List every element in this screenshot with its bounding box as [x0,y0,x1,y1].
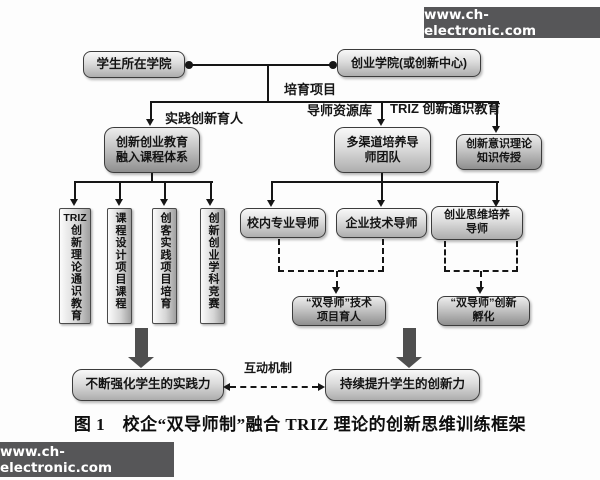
line-mentor1-drop [271,181,274,201]
line-main-horizontal [150,101,499,104]
dashed-groupA-arrow-line [336,271,338,287]
arrowhead-dual-incubation [476,287,484,294]
dashed-interaction-line [230,386,318,388]
box-entrepreneurship-college-label: 创业学院(或创新中心) [351,55,467,70]
box-startup-mentor-line1: 创业思维培养 [444,209,510,222]
arrowhead-branch-right [492,126,500,133]
box-startup-mentor-line2: 导师 [466,223,488,235]
watermark-top: www.ch-electronic.com [424,6,600,39]
box-curriculum-line2: 融入课程体系 [115,150,188,164]
box-student-college-label: 学生所在学院 [96,56,172,71]
line-center-drop [267,65,270,103]
label-branch-triz: TRIZ 创新通识教育 [390,101,501,116]
label-interaction-mechanism: 互动机制 [244,361,293,375]
connector-endpoint-left [185,61,193,69]
line-branch-middle [381,101,384,120]
box-outcome-innovation-label: 持续提升学生的创新力 [339,377,465,392]
arrowhead-interaction-right [318,383,325,391]
line-top-connector [186,64,336,67]
column-triz-general-education: TRIZ 创新理论通识教育 [59,208,91,324]
watermark-top-text: www.ch-electronic.com [424,6,537,39]
watermark-bottom-text: www.ch-electronic.com [0,443,113,476]
label-cultivation-project: 培育项目 [284,82,337,97]
box-enterprise-mentor: 企业技术导师 [336,208,427,238]
dashed-startup-right-down [516,241,518,272]
box-campus-mentor: 校内专业导师 [240,208,326,238]
thick-arrow-left-head [128,357,154,368]
box-dual-tech-line2: 项目育人 [317,311,361,323]
line-branch-left [150,101,153,120]
box-entrepreneurship-college: 创业学院(或创新中心) [337,49,481,77]
box-enterprise-mentor-label: 企业技术导师 [345,215,418,230]
box-outcome-practice-label: 不断强化学生的实践力 [85,377,211,392]
line-left-subtree [74,181,213,184]
box-curriculum-line1: 创新创业教育 [115,135,188,149]
arrowhead-col2 [115,199,123,206]
box-mentor-team-line2: 师团队 [364,150,401,164]
box-awareness-line1: 创新意识理论 [466,138,532,151]
line-curriculum-feed [151,173,154,182]
arrowhead-col1 [70,199,78,206]
dashed-startup-left-down [444,241,446,272]
box-dual-incubation-line1: “双导师”创新 [450,297,517,310]
column2-text: 课程设计项目课程 [114,212,126,310]
box-outcome-innovation: 持续提升学生的创新力 [325,369,480,401]
arrowhead-mentor1 [267,200,275,207]
figure-caption: 图 1 校企“双导师制”融合 TRIZ 理论的创新思维训练框架 [73,415,527,434]
column4-text: 创新创业学科竞赛 [207,212,219,310]
line-col3-drop [164,181,167,200]
line-col1-drop [74,181,77,200]
watermark-bottom: www.ch-electronic.com [0,442,174,477]
box-campus-mentor-label: 校内专业导师 [246,215,319,230]
box-mentor-team-line1: 多渠道培养导 [346,135,419,149]
column1-latin: TRIZ [63,212,87,224]
arrowhead-interaction-left [223,383,230,391]
line-mentor2-drop [381,181,384,201]
thick-arrow-left-shaft [135,328,148,357]
box-curriculum-integration: 创新创业教育 融入课程体系 [104,127,200,173]
box-mentor-team: 多渠道培养导 师团队 [334,127,431,173]
line-col2-drop [119,181,122,200]
column3-text: 创客实践项目培育 [159,212,171,310]
line-mentor3-drop [496,181,499,201]
thick-arrow-right-head [396,357,422,368]
arrowhead-dual-tech [332,287,340,294]
box-dual-tech-line1: “双导师”技术 [306,297,372,310]
box-startup-thinking-mentor: 创业思维培养 导师 [431,206,523,240]
arrowhead-branch-middle [377,119,385,126]
column-discipline-competition: 创新创业学科竞赛 [200,208,225,324]
arrowhead-branch-left [146,119,154,126]
box-dual-incubation-line2: 孵化 [472,311,495,323]
dashed-groupB-arrow-line [480,271,482,287]
arrowhead-col3 [160,199,168,206]
column-maker-practice: 创客实践项目培育 [152,208,177,324]
column-course-design: 课程设计项目课程 [107,208,132,324]
dashed-campus-down [278,239,280,272]
arrowhead-col4 [206,199,214,206]
connector-endpoint-right [329,61,337,69]
arrowhead-mentor3 [492,200,500,207]
thick-arrow-right-shaft [403,328,416,357]
line-right-subtree [271,181,499,184]
line-mentor-team-feed [381,173,384,182]
line-branch-right [496,101,499,127]
column1-text: 创新理论通识教育 [69,224,82,322]
dashed-groupA-horizontal [278,270,384,272]
box-dual-mentor-tech: “双导师”技术 项目育人 [292,296,386,326]
line-col4-drop [210,181,213,200]
box-awareness-line2: 知识传授 [477,152,521,164]
arrowhead-mentor2 [377,200,385,207]
dashed-enterprise-down [382,239,384,272]
box-outcome-practice: 不断强化学生的实践力 [72,369,224,401]
box-innovation-awareness: 创新意识理论 知识传授 [456,134,542,170]
label-branch-practice: 实践创新育人 [165,111,244,126]
box-student-college: 学生所在学院 [83,51,185,78]
box-dual-mentor-incubation: “双导师”创新 孵化 [437,296,530,326]
label-branch-mentor-pool: 导师资源库 [307,103,373,118]
